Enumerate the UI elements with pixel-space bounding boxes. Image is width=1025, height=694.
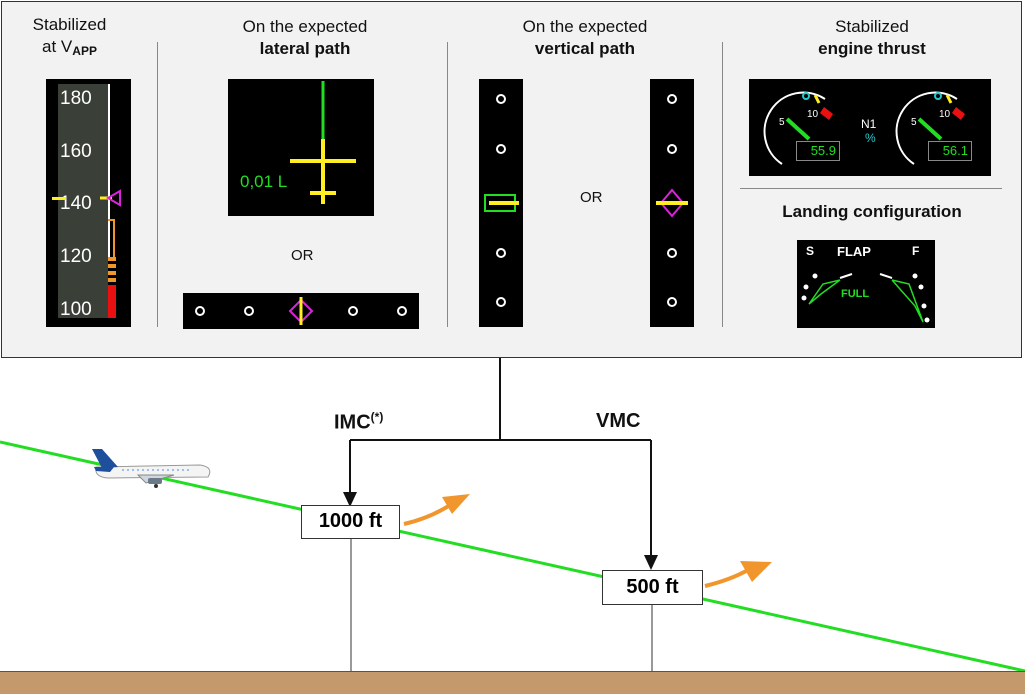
speed-tick-120: 120 (60, 246, 92, 267)
n1-unit: % (865, 131, 876, 145)
speed-tick-180: 180 (60, 88, 92, 109)
lateral-deviation-label: 0,01 L (240, 172, 288, 191)
speed-title-line2: at VAPP (22, 36, 117, 62)
vertical-title-line1: On the expected (522, 17, 648, 36)
n1-left-scale-5: 5 (779, 117, 785, 128)
flap-title-label: FLAP (837, 244, 871, 259)
separator-speed-lateral (157, 42, 158, 327)
speed-tick-160: 160 (60, 141, 92, 162)
separator-lateral-vertical (447, 42, 448, 327)
n1-label: N1 (861, 117, 877, 131)
flap-display: S FLAP F FULL (797, 240, 935, 328)
speed-title-sub: APP (72, 44, 97, 58)
landing-config-title: Landing configuration (782, 202, 962, 221)
n1-right-scale-5: 5 (911, 117, 917, 128)
aircraft-icon (92, 449, 211, 488)
speed-section-title: Stabilized at VAPP (22, 14, 117, 62)
stabilization-criteria-panel: Stabilized at VAPP 180 160 140 120 100 O… (1, 1, 1022, 358)
alpha-max-red-strip (108, 285, 116, 318)
flap-s-label: S (806, 244, 815, 258)
gate-1000-ft: 1000 ft (301, 505, 400, 539)
localizer-scale (183, 293, 419, 329)
n1-right-value: 56.1 (928, 141, 972, 161)
n1-left-scale-10: 10 (807, 109, 819, 120)
flight-director-display: 0,01 L (228, 79, 374, 216)
speed-tick-140: 140 (60, 193, 92, 214)
alpha-prot-strip (108, 257, 116, 285)
thrust-section-title: Stabilized engine thrust (772, 16, 972, 60)
thrust-title-line1: Stabilized (835, 17, 909, 36)
n1-gauge-left (763, 91, 833, 165)
speed-title-prefix: at V (42, 37, 73, 56)
lateral-or-label: OR (291, 247, 314, 264)
glideslope-scale-right (650, 79, 694, 327)
lateral-section-title: On the expected lateral path (200, 16, 410, 60)
separator-vertical-thrust (722, 42, 723, 327)
flap-f-label: F (912, 244, 920, 258)
flap-full-label: FULL (841, 288, 870, 300)
imc-label: IMC(*) (334, 410, 383, 435)
vmc-label: VMC (596, 410, 641, 432)
engine-n1-display: 5 10 55.9 N1 % 5 10 56.1 (749, 79, 991, 176)
thrust-title-line2: engine thrust (818, 39, 926, 58)
speed-tape-background (58, 84, 108, 318)
n1-left-value: 55.9 (796, 141, 840, 161)
target-speed-triangle-icon (100, 189, 121, 207)
n1-right-scale-10: 10 (939, 109, 951, 120)
gate-500-ft: 500 ft (602, 570, 703, 605)
glideslope-scale-left (479, 79, 523, 327)
vertical-or-label: OR (580, 189, 603, 206)
vertical-title-line2: vertical path (534, 39, 636, 58)
imc-note: (*) (370, 410, 384, 424)
lateral-title-line1: On the expected (242, 17, 368, 36)
lateral-deviation-indicator (290, 81, 356, 204)
imc-text: IMC (334, 411, 371, 434)
n1-gauge-right (895, 91, 965, 165)
speed-reference-line (52, 197, 66, 200)
vertical-section-title: On the expected vertical path (480, 16, 690, 60)
glideslope-dots-left (484, 94, 519, 307)
speed-tape-scale-line (108, 84, 110, 318)
flap-position-icon (801, 273, 930, 323)
separator-thrust-landing (740, 188, 1002, 189)
speed-title-line1: Stabilized (32, 15, 107, 34)
ground (0, 671, 1025, 694)
glideslope-dots-right (656, 94, 688, 307)
speed-tick-100: 100 (60, 299, 92, 320)
localizer-scale-dots (195, 297, 407, 325)
lateral-title-line2: lateral path (259, 39, 351, 58)
